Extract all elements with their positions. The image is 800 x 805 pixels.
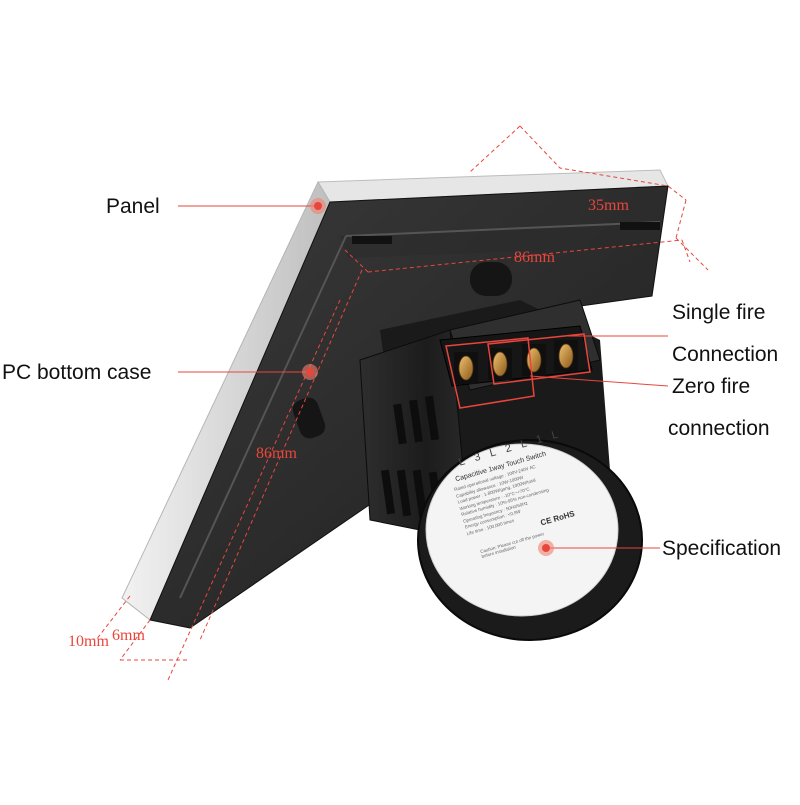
thickness-dimension-b: 6mm [112, 627, 145, 644]
zero-fire-label: Zero fire [672, 375, 751, 398]
terminal-screw [558, 343, 574, 369]
mount-slot [470, 262, 512, 296]
single-fire-label: Single fire [672, 301, 766, 324]
zero-fire-connection-label: connection [668, 417, 770, 440]
callout-lines [178, 205, 669, 549]
specification-sticker [425, 443, 619, 617]
pc-bottom-case-box [359, 299, 643, 641]
depth-dimension: 35mm [588, 197, 629, 214]
callout-dots [302, 198, 554, 556]
pc-bottom-case-label: PC bottom case [2, 361, 152, 384]
specification-label: Specification [662, 537, 782, 560]
terminal-label-l: L [550, 425, 570, 442]
terminal-highlights [445, 333, 591, 409]
height-dimension: 86mm [256, 445, 297, 462]
dimension-guides [95, 125, 709, 681]
terminal-screw [492, 351, 508, 377]
terminal-screw [458, 355, 474, 381]
panel-label: Panel [106, 195, 160, 218]
terminal-screws [454, 340, 578, 384]
single-fire-connection-label: Connection [672, 343, 779, 366]
mount-slot [292, 397, 326, 439]
width-dimension: 86mm [514, 249, 555, 266]
thickness-dimension-a: 10mm [68, 633, 109, 650]
